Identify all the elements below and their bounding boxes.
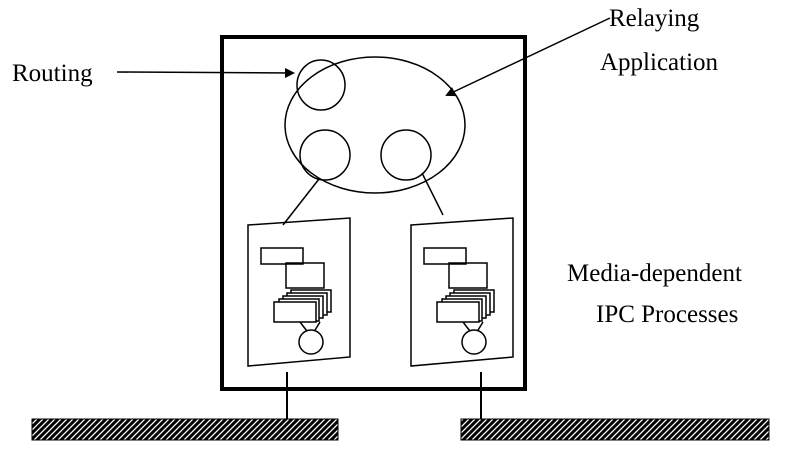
left-connector xyxy=(282,178,320,226)
right-connector xyxy=(421,172,444,216)
media-dependent-label-line2: IPC Processes xyxy=(596,301,738,328)
left-sub-circle xyxy=(299,129,351,181)
routing-circle xyxy=(296,59,346,111)
relaying-arrow xyxy=(445,17,611,97)
relaying-label-line2: Application xyxy=(600,49,719,76)
system-box xyxy=(220,35,527,391)
relaying-label-line1: Relaying xyxy=(609,5,700,32)
routing-label: Routing xyxy=(12,60,93,87)
right-sub-circle xyxy=(380,129,432,181)
relaying-application-circle xyxy=(284,56,466,194)
media-dependent-label-line1: Media-dependent xyxy=(567,260,742,287)
ipc-process-right xyxy=(410,217,514,367)
left-media-bar xyxy=(31,418,339,441)
ipc-process-left xyxy=(247,217,351,367)
routing-arrow xyxy=(116,67,295,78)
right-media-bar xyxy=(460,418,770,441)
